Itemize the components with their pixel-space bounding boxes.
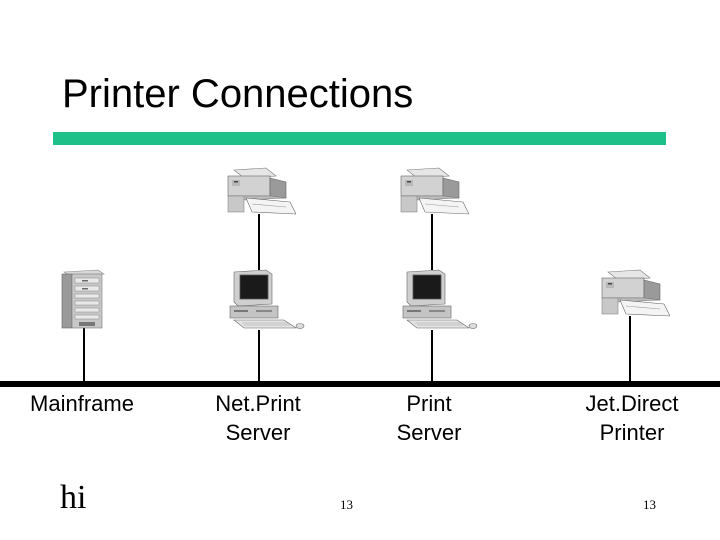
title-underline-bar (53, 132, 666, 145)
printserver-label-line2: Server (396, 420, 462, 445)
printserver-printer-icon (400, 167, 469, 215)
netprint-label-line2: Server (225, 420, 291, 445)
jetdirect-label-line1: Jet.Direct (585, 391, 679, 416)
mainframe-label-text: Mainframe (30, 391, 134, 416)
network-backbone-line (0, 381, 720, 387)
netprint-computer-connector (258, 330, 260, 382)
jetdirect-connector (629, 316, 631, 382)
printserver-label-line1: Print (406, 391, 452, 416)
netprint-label-line1: Net.Print (215, 391, 301, 416)
printserver-computer-icon (402, 269, 478, 329)
slide-title: Printer Connections (62, 72, 414, 116)
netprint-printer-icon (227, 167, 296, 215)
netprint-computer-icon (229, 269, 305, 329)
netprint-printer-connector (258, 214, 260, 270)
jetdirect-printer-label: Jet.Direct Printer (572, 389, 692, 447)
print-server-label: Print Server (369, 389, 489, 447)
page-number-right: 13 (643, 497, 656, 512)
jetdirect-printer-icon (601, 269, 670, 317)
printserver-printer-connector (431, 214, 433, 270)
logo-text: hi (60, 479, 87, 516)
mainframe-connector (83, 328, 85, 382)
jetdirect-label-line2: Printer (599, 420, 665, 445)
mainframe-label: Mainframe (22, 389, 142, 418)
mainframe-server-icon (61, 269, 105, 329)
printserver-computer-connector (431, 330, 433, 382)
netprint-server-label: Net.Print Server (198, 389, 318, 447)
page-number-center: 13 (340, 497, 353, 512)
